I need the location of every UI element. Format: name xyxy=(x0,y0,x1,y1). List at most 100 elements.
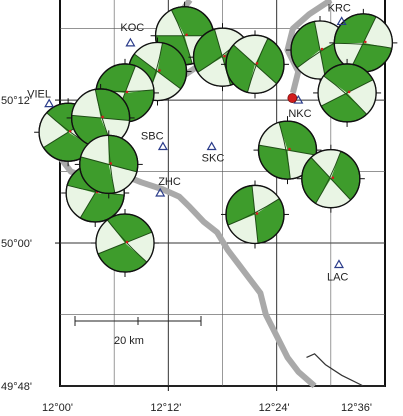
mechanism-axis-dot xyxy=(109,162,113,165)
focal-mechanisms xyxy=(34,1,398,278)
mechanism-dilatational-area xyxy=(258,122,288,151)
focal-mechanism-11 xyxy=(253,116,322,185)
station-label: ZHC xyxy=(158,176,181,188)
station-koc: KOC xyxy=(120,22,144,47)
mechanism-axis-dot xyxy=(320,47,324,51)
mechanism-axis-dot xyxy=(288,147,291,151)
station-label: VIEL xyxy=(27,89,51,101)
mechanism-outline xyxy=(301,149,361,209)
focal-mechanism-12 xyxy=(296,144,365,213)
station-triangle-icon xyxy=(333,259,344,269)
station-label: LAC xyxy=(327,271,348,283)
nodal-plane xyxy=(170,9,193,64)
mechanism-dilatational-area xyxy=(252,185,280,215)
mechanism-dilatational-area xyxy=(39,112,69,148)
station-label: KOC xyxy=(120,22,144,34)
scale-bar: 20 km xyxy=(74,316,202,347)
nodal-plane xyxy=(278,122,291,180)
station-lac: LAC xyxy=(327,259,348,283)
mechanism-outline xyxy=(317,63,377,123)
mechanism-dilatational-area xyxy=(315,178,351,208)
nodal-plane xyxy=(320,79,374,107)
station-viel: VIEL xyxy=(27,89,55,108)
longitude-label: 12°12' xyxy=(150,402,181,414)
focal-mechanism-15 xyxy=(91,209,159,278)
focal-mechanism-8 xyxy=(286,16,354,85)
scale-bar-label: 20 km xyxy=(114,335,144,347)
latitude-label: 50°12' xyxy=(1,95,32,107)
station-triangle-icon xyxy=(155,187,166,197)
mechanism-dilatational-area xyxy=(71,89,101,118)
focal-mechanism-6 xyxy=(66,83,135,152)
mechanism-dilatational-area xyxy=(287,150,317,179)
mechanism-dilatational-area xyxy=(311,149,341,179)
mechanism-dilatational-area xyxy=(134,42,163,72)
mechanism-dilatational-area xyxy=(100,117,130,145)
station-sbc: SBC xyxy=(141,131,168,151)
mechanism-dilatational-area xyxy=(214,28,244,58)
mechanism-axis-dot xyxy=(185,33,188,37)
mechanism-dilatational-area xyxy=(247,64,277,94)
latitude-label: 50°00' xyxy=(1,238,32,250)
nodal-plane xyxy=(214,29,231,86)
mechanism-outline xyxy=(257,120,318,180)
station-zhc: ZHC xyxy=(155,176,181,197)
station-label: SBC xyxy=(141,131,164,143)
mechanism-dilatational-area xyxy=(347,79,377,115)
mechanism-outline xyxy=(225,184,285,245)
focal-mechanism-7 xyxy=(221,30,289,99)
nodal-plane xyxy=(67,184,125,196)
nodal-plane xyxy=(97,231,153,255)
mechanism-axis-dot xyxy=(68,129,72,133)
mechanism-dilatational-area xyxy=(66,185,96,218)
mechanism-axis-dot xyxy=(347,90,351,94)
mechanism-dilatational-area xyxy=(125,65,154,93)
mechanism-axis-dot xyxy=(125,90,129,94)
axis-labels: 50°12'50°00'49°48'12°00'12°12'12°24'12°3… xyxy=(1,95,372,414)
station-triangle-icon xyxy=(44,98,55,108)
mechanism-dilatational-area xyxy=(334,42,364,69)
mechanism-axis-dot xyxy=(223,54,226,58)
mechanism-outline xyxy=(95,213,155,273)
mechanism-axis-dot xyxy=(364,40,367,44)
focal-mechanism-16 xyxy=(74,130,143,199)
nodal-plane xyxy=(315,151,342,204)
mechanism-dilatational-area xyxy=(233,35,268,65)
mechanism-dilatational-area xyxy=(318,75,348,107)
station-krc: KRC xyxy=(328,2,351,26)
mechanism-dilatational-area xyxy=(108,164,137,193)
mechanism-dilatational-area xyxy=(80,135,109,165)
nodal-plane xyxy=(133,53,182,90)
focal-mechanism-9 xyxy=(329,8,398,77)
station-triangle-icon xyxy=(336,16,347,26)
longitude-label: 12°36' xyxy=(341,402,372,414)
mechanism-dilatational-area xyxy=(228,214,258,244)
nodal-plane xyxy=(323,75,368,115)
station-triangle-icon xyxy=(206,141,217,151)
mechanism-dilatational-area xyxy=(95,220,125,254)
state-border-north xyxy=(284,0,333,94)
mechanism-dilatational-area xyxy=(155,9,185,36)
mechanism-axis-dot xyxy=(101,115,104,119)
nodal-plane xyxy=(71,114,130,121)
nodal-plane xyxy=(251,185,259,244)
mechanism-axis-dot xyxy=(158,69,161,72)
station-label: KRC xyxy=(328,2,351,14)
mechanism-outline xyxy=(79,134,139,195)
mechanism-axis-dot xyxy=(331,176,335,180)
nodal-plane xyxy=(227,198,280,226)
river-line xyxy=(306,353,364,387)
station-skc: SKC xyxy=(202,141,224,165)
station-triangle-icon xyxy=(157,141,168,151)
nodal-plane xyxy=(310,157,351,201)
nodal-plane xyxy=(247,38,269,93)
nodal-plane xyxy=(80,156,137,173)
mechanism-axis-dot xyxy=(255,212,259,215)
mechanism-dilatational-area xyxy=(297,50,326,80)
mechanism-axis-dot xyxy=(125,240,129,244)
station-label: NKC xyxy=(288,108,311,120)
mechanism-outline xyxy=(225,34,285,94)
focal-mechanism-13 xyxy=(221,180,289,249)
